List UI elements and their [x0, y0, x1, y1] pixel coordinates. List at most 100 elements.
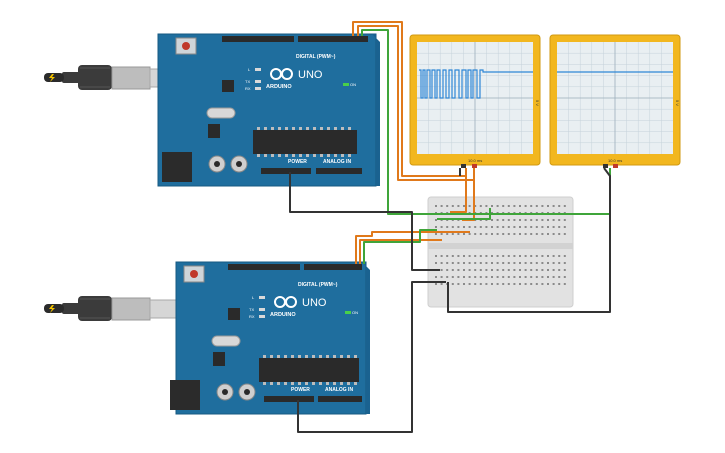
breadboard-hole[interactable] [502, 262, 505, 264]
breadboard-hole[interactable] [547, 233, 549, 235]
breadboard-hole[interactable] [513, 219, 516, 221]
breadboard-hole[interactable] [435, 255, 437, 257]
breadboard-hole[interactable] [558, 205, 561, 207]
breadboard-hole[interactable] [519, 226, 521, 228]
breadboard-hole[interactable] [451, 233, 454, 235]
wire-orange-5[interactable] [355, 231, 470, 264]
breadboard-hole[interactable] [485, 255, 488, 257]
breadboard-hole[interactable] [491, 255, 493, 257]
breadboard-hole[interactable] [496, 276, 499, 278]
breadboard-hole[interactable] [463, 262, 465, 264]
breadboard-hole[interactable] [530, 269, 533, 271]
breadboard-hole[interactable] [519, 269, 521, 271]
breadboard-hole[interactable] [474, 276, 477, 278]
breadboard-hole[interactable] [485, 205, 488, 207]
oscilloscope-right[interactable]: 10.0 ms 5 V [549, 34, 681, 168]
breadboard-hole[interactable] [519, 276, 521, 278]
breadboard-hole[interactable] [435, 205, 437, 207]
breadboard-hole[interactable] [563, 283, 566, 285]
breadboard-hole[interactable] [496, 262, 499, 264]
breadboard-hole[interactable] [479, 226, 482, 228]
breadboard-hole[interactable] [485, 233, 488, 235]
breadboard-hole[interactable] [440, 255, 443, 257]
breadboard-hole[interactable] [530, 219, 533, 221]
breadboard-hole[interactable] [558, 219, 561, 221]
breadboard-hole[interactable] [496, 226, 499, 228]
breadboard-hole[interactable] [491, 205, 493, 207]
breadboard-hole[interactable] [457, 283, 460, 285]
breadboard-hole[interactable] [474, 283, 477, 285]
breadboard-hole[interactable] [446, 226, 449, 228]
breadboard-hole[interactable] [451, 262, 454, 264]
breadboard-hole[interactable] [558, 226, 561, 228]
breadboard-hole[interactable] [530, 262, 533, 264]
breadboard-hole[interactable] [530, 205, 533, 207]
breadboard-hole[interactable] [552, 269, 555, 271]
breadboard-hole[interactable] [558, 283, 561, 285]
breadboard-hole[interactable] [435, 233, 437, 235]
breadboard-hole[interactable] [446, 233, 449, 235]
breadboard-hole[interactable] [491, 283, 493, 285]
breadboard-hole[interactable] [541, 205, 544, 207]
breadboard-hole[interactable] [491, 219, 493, 221]
wire-green-3[interactable] [437, 208, 491, 220]
breadboard-hole[interactable] [451, 226, 454, 228]
breadboard-hole[interactable] [541, 226, 544, 228]
breadboard-hole[interactable] [524, 205, 527, 207]
breadboard-hole[interactable] [502, 255, 505, 257]
breadboard-hole[interactable] [440, 233, 443, 235]
breadboard-hole[interactable] [479, 269, 482, 271]
breadboard-hole[interactable] [435, 283, 437, 285]
breadboard-hole[interactable] [491, 226, 493, 228]
breadboard-hole[interactable] [451, 269, 454, 271]
breadboard-hole[interactable] [552, 276, 555, 278]
breadboard-hole[interactable] [513, 255, 516, 257]
breadboard-hole[interactable] [524, 255, 527, 257]
breadboard-hole[interactable] [485, 262, 488, 264]
breadboard-hole[interactable] [507, 276, 510, 278]
breadboard-hole[interactable] [479, 276, 482, 278]
breadboard-hole[interactable] [451, 283, 454, 285]
arduino-uno-bottom[interactable]: DIGITAL (PWM~) ARDUINO UNO ON L TX RX PO… [44, 261, 370, 415]
breadboard-hole[interactable] [496, 205, 499, 207]
breadboard-hole[interactable] [463, 276, 465, 278]
breadboard-hole[interactable] [491, 276, 493, 278]
breadboard-hole[interactable] [535, 219, 538, 221]
breadboard-hole[interactable] [496, 269, 499, 271]
breadboard-hole[interactable] [474, 205, 477, 207]
oscilloscope-left[interactable]: 10.0 ms 5 V [409, 34, 541, 168]
breadboard-hole[interactable] [474, 255, 477, 257]
breadboard-hole[interactable] [535, 255, 538, 257]
breadboard-hole[interactable] [451, 255, 454, 257]
breadboard-hole[interactable] [502, 233, 505, 235]
breadboard-hole[interactable] [563, 255, 566, 257]
breadboard-hole[interactable] [519, 255, 521, 257]
breadboard-hole[interactable] [479, 233, 482, 235]
breadboard-hole[interactable] [563, 276, 566, 278]
breadboard-hole[interactable] [558, 276, 561, 278]
breadboard-hole[interactable] [435, 226, 437, 228]
wire-orange-3[interactable] [450, 176, 467, 213]
breadboard-hole[interactable] [513, 226, 516, 228]
breadboard-hole[interactable] [474, 226, 477, 228]
breadboard-hole[interactable] [468, 262, 471, 264]
breadboard-hole[interactable] [463, 255, 465, 257]
wire-black-1[interactable] [289, 172, 440, 271]
breadboard-hole[interactable] [435, 262, 437, 264]
breadboard-hole[interactable] [552, 226, 555, 228]
breadboard-hole[interactable] [479, 262, 482, 264]
wire-orange-6[interactable] [359, 239, 442, 264]
breadboard-hole[interactable] [457, 269, 460, 271]
breadboard-hole[interactable] [558, 255, 561, 257]
scope-right-terminal-pos[interactable] [613, 164, 618, 168]
breadboard-hole[interactable] [535, 276, 538, 278]
breadboard-hole[interactable] [474, 262, 477, 264]
breadboard-hole[interactable] [491, 233, 493, 235]
breadboard-hole[interactable] [468, 226, 471, 228]
breadboard-hole[interactable] [524, 262, 527, 264]
breadboard-hole[interactable] [530, 283, 533, 285]
breadboard-hole[interactable] [524, 276, 527, 278]
breadboard-hole[interactable] [496, 219, 499, 221]
breadboard-hole[interactable] [440, 283, 443, 285]
wire-black-2[interactable] [297, 281, 446, 433]
